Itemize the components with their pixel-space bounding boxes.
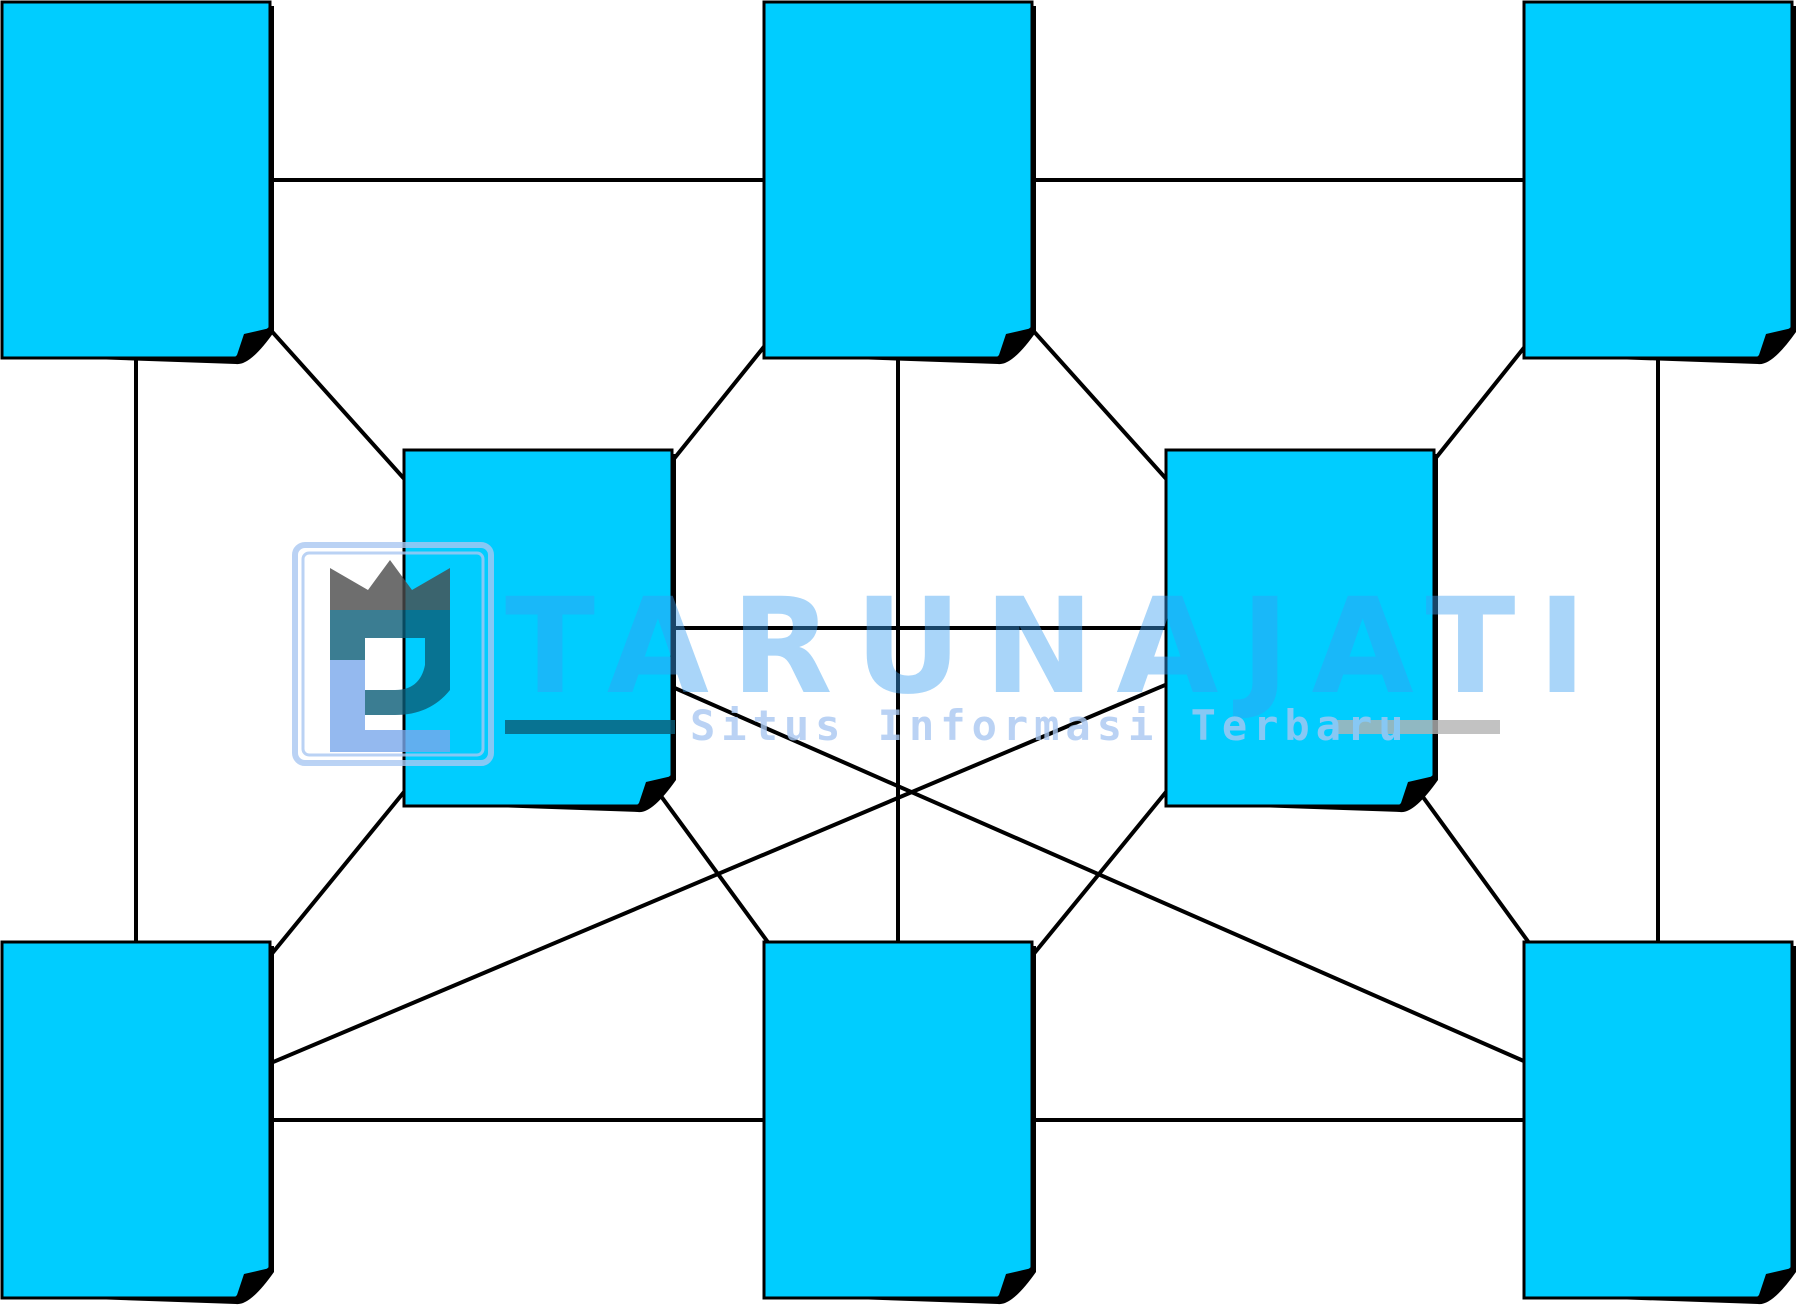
- watermark-subtitle: Situs Informasi Terbaru: [690, 701, 1410, 750]
- watermark-title: TARUNAJATI: [505, 570, 1609, 724]
- watermark: TARUNAJATI Situs Informasi Terbaru: [292, 542, 1609, 766]
- watermark-underline-right: [1335, 720, 1500, 734]
- node-n6: [0, 940, 274, 1305]
- node-n7: [762, 940, 1036, 1305]
- watermark-logo-frame: [292, 542, 494, 766]
- watermark-logo-base-icon: [330, 660, 450, 752]
- watermark-logo-letter-icon: [330, 610, 450, 715]
- watermark-underline-left: [505, 720, 675, 734]
- node-n8: [1522, 940, 1796, 1305]
- watermark-logo-frame-inner: [301, 551, 485, 757]
- node-n2: [762, 0, 1036, 365]
- node-page: [762, 940, 1034, 1300]
- page-curl-icon: [998, 1268, 1032, 1298]
- page-curl-icon: [998, 328, 1032, 358]
- edge-n5-n6: [134, 626, 1302, 1122]
- page-curl-icon: [1758, 328, 1792, 358]
- page-curl-icon: [1400, 776, 1434, 806]
- watermark-logo-crown-icon: [330, 560, 450, 610]
- node-page: [0, 940, 272, 1300]
- node-n3: [1522, 0, 1796, 365]
- node-page: [1522, 0, 1794, 360]
- page-curl-icon: [638, 776, 672, 806]
- node-n1: [0, 0, 274, 365]
- node-page: [1522, 940, 1794, 1300]
- edge-n4-n8: [536, 626, 1660, 1122]
- node-page: [762, 0, 1034, 360]
- page-curl-icon: [236, 328, 270, 358]
- page-curl-icon: [1758, 1268, 1792, 1298]
- node-page: [0, 0, 272, 360]
- page-curl-icon: [236, 1268, 270, 1298]
- node-n5: [1164, 448, 1438, 813]
